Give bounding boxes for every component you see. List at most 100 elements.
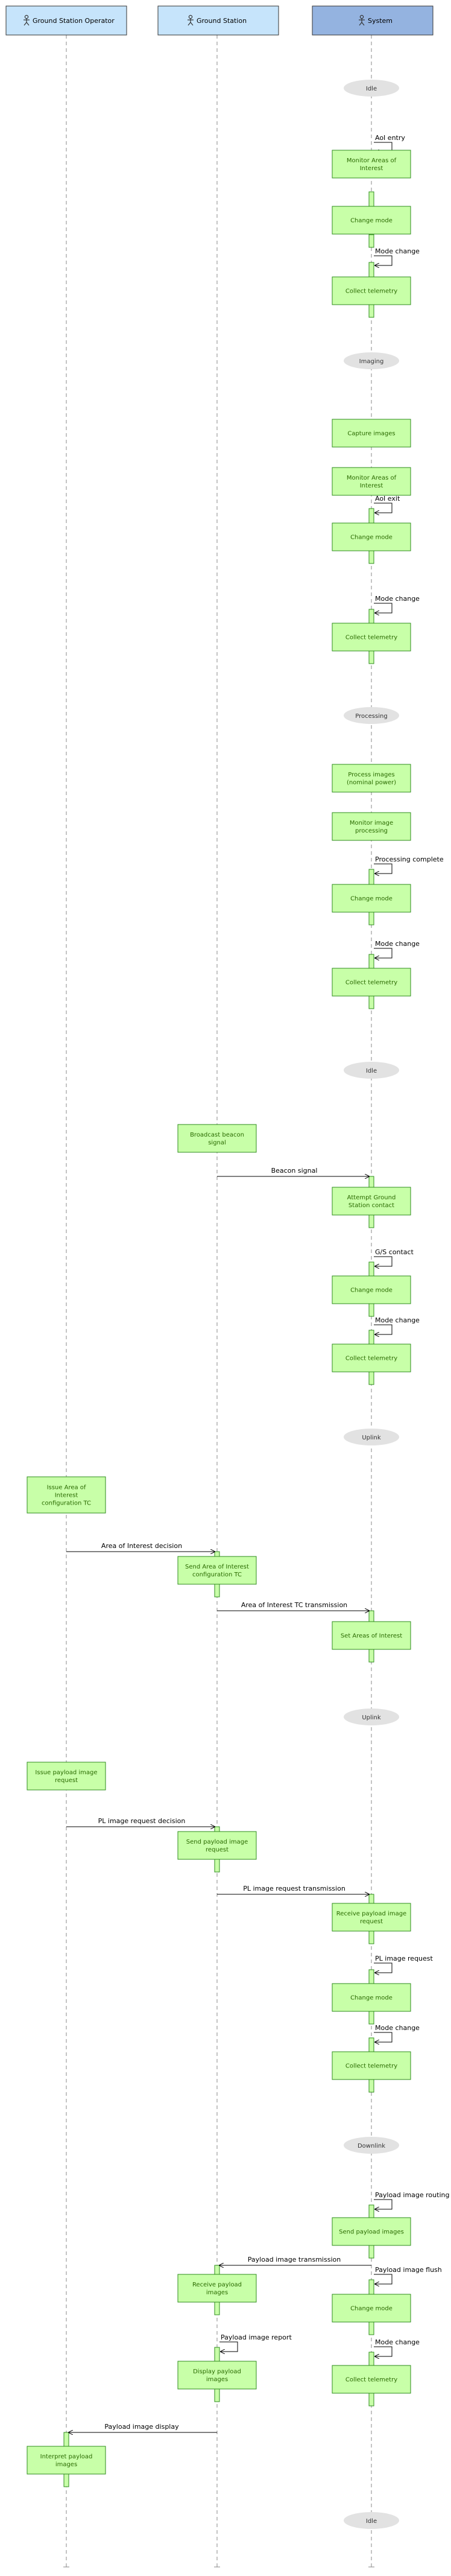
action-label: Change mode [350,1287,393,1294]
activation-bar [368,1176,374,1188]
activation-bar [214,1551,220,1557]
message-label: Area of Interest decision [101,1542,182,1550]
action-box: Collect telemetry [332,1344,411,1372]
activation-bar [368,1610,374,1623]
self-message: AoI exit [374,495,400,513]
activation-bar [63,2473,69,2487]
lane-title-operator: Ground Station Operator [33,17,115,25]
action-label: Collect telemetry [345,2377,397,2384]
activation-bar [368,2011,374,2025]
diagram-nodes: IdleImagingProcessingIdleUplinkUplinkDow… [27,80,411,2529]
self-message-label: Mode change [375,2338,420,2346]
self-message-label: Processing complete [375,855,444,863]
self-message-label: Mode change [375,940,420,948]
action-label: Change mode [350,535,393,541]
activation-bar [214,2302,220,2315]
activation-bar [368,262,374,278]
state-node: Uplink [344,1429,399,1445]
action-label: Collect telemetry [345,288,397,295]
action-box: Change mode [332,206,411,235]
lane-header-ground: Ground Station [157,5,279,36]
activation-bar [368,508,374,524]
activation-bar [214,1584,220,1597]
activation-bar [368,191,374,207]
action-box: Collect telemetry [332,2365,411,2394]
activation-bar [368,1214,374,1228]
message-arrow: PL image request transmission [217,1885,369,1894]
activation-bar [368,550,374,564]
action-label: Collect telemetry [345,2063,397,2070]
activation-bar [368,1330,374,1345]
action-label: Change mode [350,2306,393,2312]
action-box: Collect telemetry [332,2051,411,2080]
action-label: Collect telemetry [345,980,397,986]
action-box: Change mode [332,1983,411,2012]
activation-bar [368,1969,374,1984]
self-message-label: Mode change [375,247,420,255]
self-message: Mode change [374,940,420,958]
state-node: Processing [344,707,399,724]
self-message-label: G/S contact [375,1248,414,1256]
action-box: Change mode [332,1275,411,1304]
activation-bar [368,2279,374,2295]
state-node: Imaging [344,352,399,369]
lane-header-operator: Ground Station Operator [5,5,127,36]
state-label: Uplink [362,1435,381,1441]
activation-bar [368,609,374,624]
lifelines [63,35,374,2568]
state-node: Idle [344,1062,399,1079]
self-message: Processing complete [374,855,444,874]
self-message: PL image request [374,1955,434,1973]
lane-header-system: System [312,5,434,36]
self-message: Mode change [374,1316,420,1334]
activation-bar [368,2037,374,2052]
self-message-label: Mode change [375,595,420,603]
actor-icon [24,14,30,26]
action-box: Change mode [332,884,411,913]
message-label: Area of Interest TC transmission [241,1601,347,1609]
self-message-label: Mode change [375,1316,420,1324]
message-label: PL image request transmission [243,1885,345,1892]
activation-bar [368,304,374,318]
activation-bar [368,1894,374,1905]
action-box: Process images(nominal power) [332,764,411,793]
message-arrow: Beacon signal [217,1167,369,1176]
activation-bar [368,1261,374,1277]
activation-bar [214,2347,220,2362]
message-arrow: Payload image display [69,2423,217,2432]
message-arrow: Area of Interest TC transmission [217,1601,369,1611]
action-label: Send payload images [339,2229,404,2236]
activation-bar [214,1826,220,1832]
activation-bar [368,1303,374,1317]
action-label: Change mode [350,1995,393,2002]
action-box: Change mode [332,522,411,551]
state-label: Idle [366,86,377,92]
activation-bar [368,995,374,1009]
state-label: Imaging [359,358,384,365]
lane-title-ground: Ground Station [197,17,247,25]
activation-bar [368,912,374,925]
self-message: Payload image flush [374,2266,442,2284]
actor-icon [188,14,194,26]
message-label: Payload image display [104,2423,179,2431]
action-label: Change mode [350,218,393,224]
action-label: Collect telemetry [345,635,397,641]
self-message: Mode change [374,2024,420,2042]
